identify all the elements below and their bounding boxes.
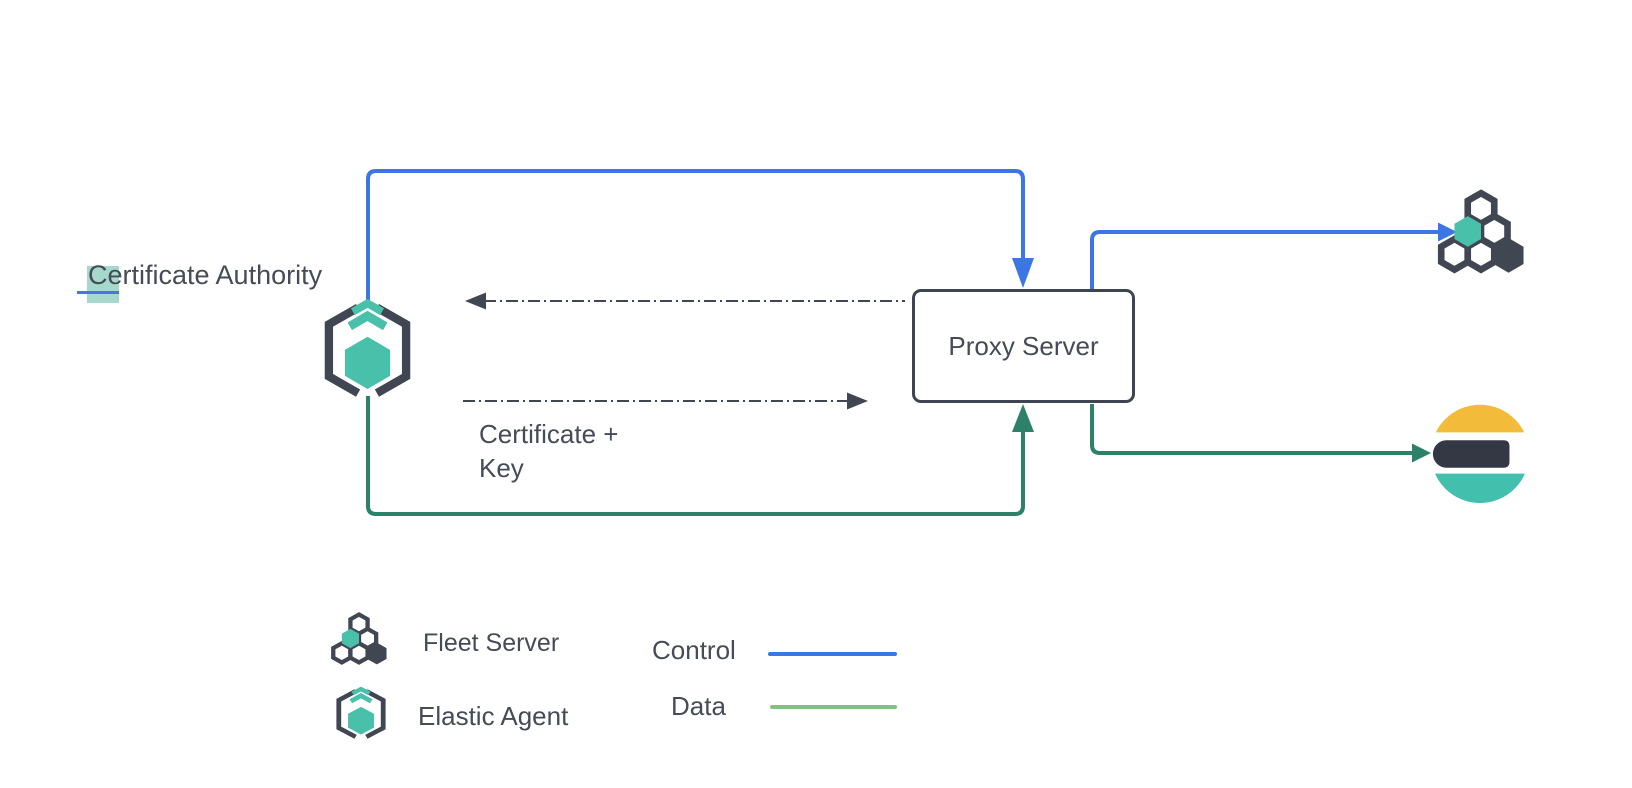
arrowhead-right-icon xyxy=(1412,443,1431,463)
legend-data-label: Data xyxy=(671,691,726,721)
certificate-key-label: Certificate + Key xyxy=(479,419,619,483)
elasticsearch-icon xyxy=(1426,400,1534,508)
legend-fleet-server-label: Fleet Server xyxy=(423,629,560,657)
legend-fleet-server-icon xyxy=(326,610,392,674)
proxy-server-label: Proxy Server xyxy=(948,330,1099,361)
data-line-proxy-to-elasticsearch xyxy=(1090,404,1431,463)
arrowhead-right-icon xyxy=(847,392,868,410)
arrowhead-down-icon xyxy=(1012,258,1034,288)
label-rest: ertificate Authority xyxy=(107,260,323,290)
control-line-proxy-to-fleet xyxy=(1090,222,1457,289)
highlighted-letter: C xyxy=(88,260,108,290)
selection-underline xyxy=(77,291,119,294)
certificate-key-arrow xyxy=(463,392,868,410)
certificate-authority-label: Certificate Authority xyxy=(88,257,322,293)
legend-control-line-swatch xyxy=(768,652,897,656)
legend-data-line-swatch xyxy=(770,705,897,709)
control-line-agent-to-proxy xyxy=(366,169,1034,304)
selection-highlight xyxy=(87,266,119,303)
certificate-request-arrow xyxy=(465,292,905,310)
data-line-agent-to-proxy xyxy=(366,396,1034,516)
fleet-server-icon xyxy=(1430,186,1532,288)
legend-control-label: Control xyxy=(652,635,736,665)
legend-elastic-agent-label: Elastic Agent xyxy=(418,701,569,731)
arrowhead-left-icon xyxy=(465,292,486,310)
arrowhead-right-icon xyxy=(1438,222,1457,242)
legend-elastic-agent-icon xyxy=(331,684,391,748)
proxy-server-box: Proxy Server xyxy=(912,289,1135,403)
arrowhead-up-icon xyxy=(1012,404,1034,432)
elastic-agent-icon xyxy=(310,294,425,414)
